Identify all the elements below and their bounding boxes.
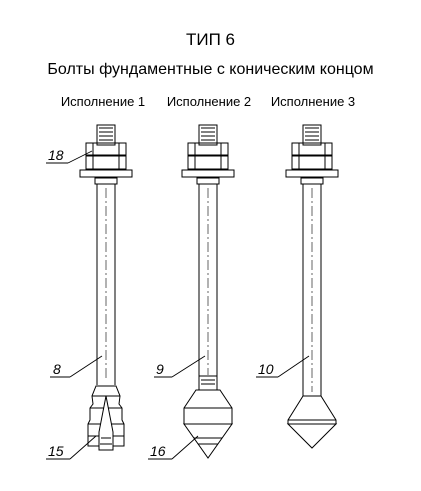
callout-18: 18 [48,147,64,163]
bolt-variant-2 [181,124,235,459]
drawing-subtitle: Болты фундаментные с коническим концом [47,61,374,78]
collar [94,177,118,185]
nut-upper [85,142,127,156]
bolt-variant-3 [285,124,339,449]
callout-16: 16 [150,443,166,459]
callout-8: 8 [53,361,61,377]
bolt-variant-1 [79,124,133,451]
callout-10: 10 [258,361,274,377]
callout-15: 15 [48,443,64,459]
drawing-title: ТИП 6 [186,30,235,49]
variant-1-label: Исполнение 1 [60,94,146,109]
thread-top [96,124,116,146]
variant-3-label: Исполнение 3 [270,94,356,109]
nut-lower [85,155,127,170]
variant-2-label: Исполнение 2 [166,94,252,109]
washer [79,169,133,178]
callout-9: 9 [156,361,164,377]
callout-leaders [46,150,310,460]
